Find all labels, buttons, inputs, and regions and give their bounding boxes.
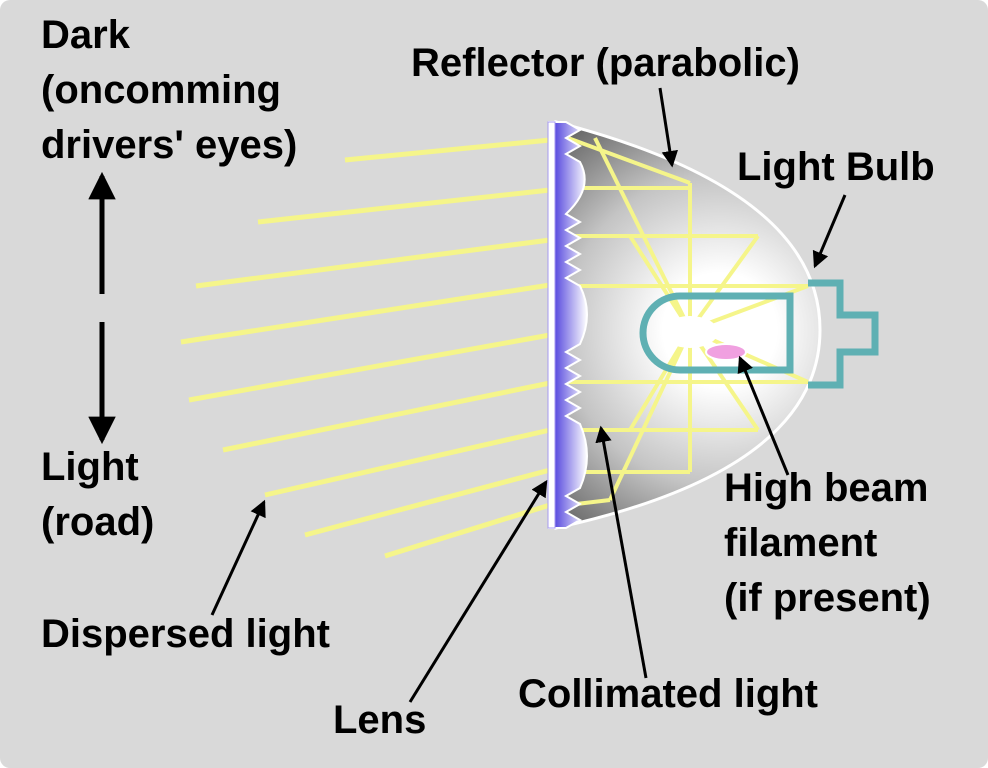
high-beam-filament-label: High beam filament (if present) (724, 461, 931, 626)
dark-label: Dark (oncomming drivers' eyes) (41, 8, 297, 173)
light-bulb-label: Light Bulb (737, 140, 935, 195)
high-beam-label-line: filament (724, 521, 878, 565)
lens-callout-arrow (408, 479, 548, 703)
dispersed-light-label: Dispersed light (41, 607, 330, 662)
dispersed-callout-arrow (210, 499, 266, 616)
collimated-ray (567, 136, 691, 185)
dispersed-ray (222, 380, 551, 453)
dispersed-ray (257, 187, 551, 225)
dark-label-line: Dark (41, 13, 130, 57)
high-beam-callout-arrow (737, 355, 790, 476)
bulb-glass (639, 292, 794, 374)
dispersed-ray (188, 332, 551, 403)
reflector-callout-arrow (658, 87, 678, 168)
high-beam-label-line: High beam (724, 466, 929, 510)
light-road-label-line: Light (41, 445, 139, 489)
lens-frame (547, 121, 556, 529)
high-beam-filament (705, 343, 747, 361)
light-bulb (639, 279, 879, 389)
dispersed-light-label-text: Dispersed light (41, 612, 330, 656)
reflector-label: Reflector (parabolic) (411, 36, 800, 91)
dispersed-ray (264, 427, 551, 498)
lens-body (548, 121, 588, 529)
low-beam-glow (662, 316, 718, 348)
collimated-callout-arrow (595, 425, 648, 679)
light-bulb-label-text: Light Bulb (737, 145, 935, 189)
dispersed-ray (384, 502, 551, 559)
bulb-base (808, 279, 879, 389)
collimated-ray (608, 329, 692, 501)
collimated-ray (688, 328, 760, 432)
lens (547, 121, 588, 529)
dark-label-line: (oncomming (41, 68, 281, 112)
light-road-label: Light (road) (41, 440, 154, 550)
collimated-ray (688, 234, 760, 332)
dispersed-ray (304, 467, 551, 538)
collimated-light-label: Collimated light (518, 667, 818, 722)
collimated-ray (628, 234, 692, 332)
dispersed-ray (344, 137, 551, 163)
dispersed-ray (180, 282, 551, 345)
dispersed-light-rays (180, 137, 551, 559)
dark-label-line: drivers' eyes) (41, 123, 298, 167)
light-road-label-line: (road) (41, 500, 155, 544)
reflector-label-text: Reflector (parabolic) (411, 41, 800, 85)
collimated-light-label-text: Collimated light (518, 672, 818, 716)
high-beam-label-line: (if present) (724, 576, 931, 620)
dispersed-ray (195, 237, 551, 289)
light-bulb-callout-arrow (812, 194, 847, 269)
lens-label: Lens (333, 693, 426, 748)
lens-label-text: Lens (333, 698, 427, 742)
